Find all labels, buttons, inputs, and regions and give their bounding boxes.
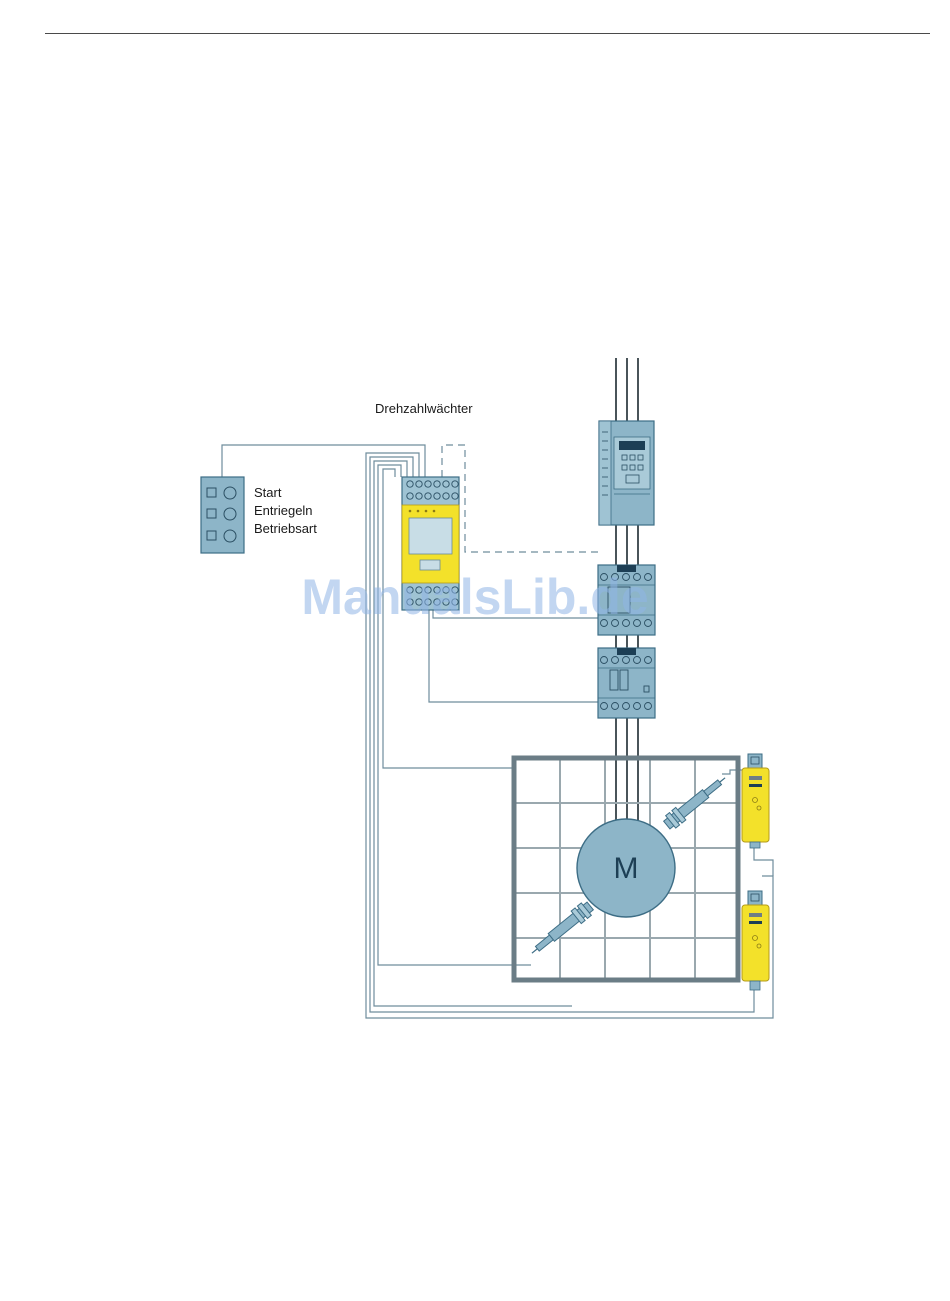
control-panel	[201, 477, 244, 553]
proximity-sensor-lower	[527, 900, 595, 960]
frequency-drive	[599, 421, 654, 525]
watermark: ManualsLib.de	[301, 569, 648, 625]
wire-monitor-to-drive-dashed	[442, 445, 598, 552]
contactor-2	[598, 648, 655, 718]
motor-label: M	[614, 852, 639, 885]
label-speed-monitor: Drehzahlwächter	[375, 401, 473, 416]
label-unlock: Entriegeln	[254, 503, 313, 518]
label-operating-mode: Betriebsart	[254, 521, 317, 536]
safety-door-switch-lower	[742, 891, 769, 990]
label-start: Start	[254, 485, 282, 500]
safety-door-switch-upper	[742, 754, 769, 848]
wire-switch-link	[754, 848, 773, 876]
